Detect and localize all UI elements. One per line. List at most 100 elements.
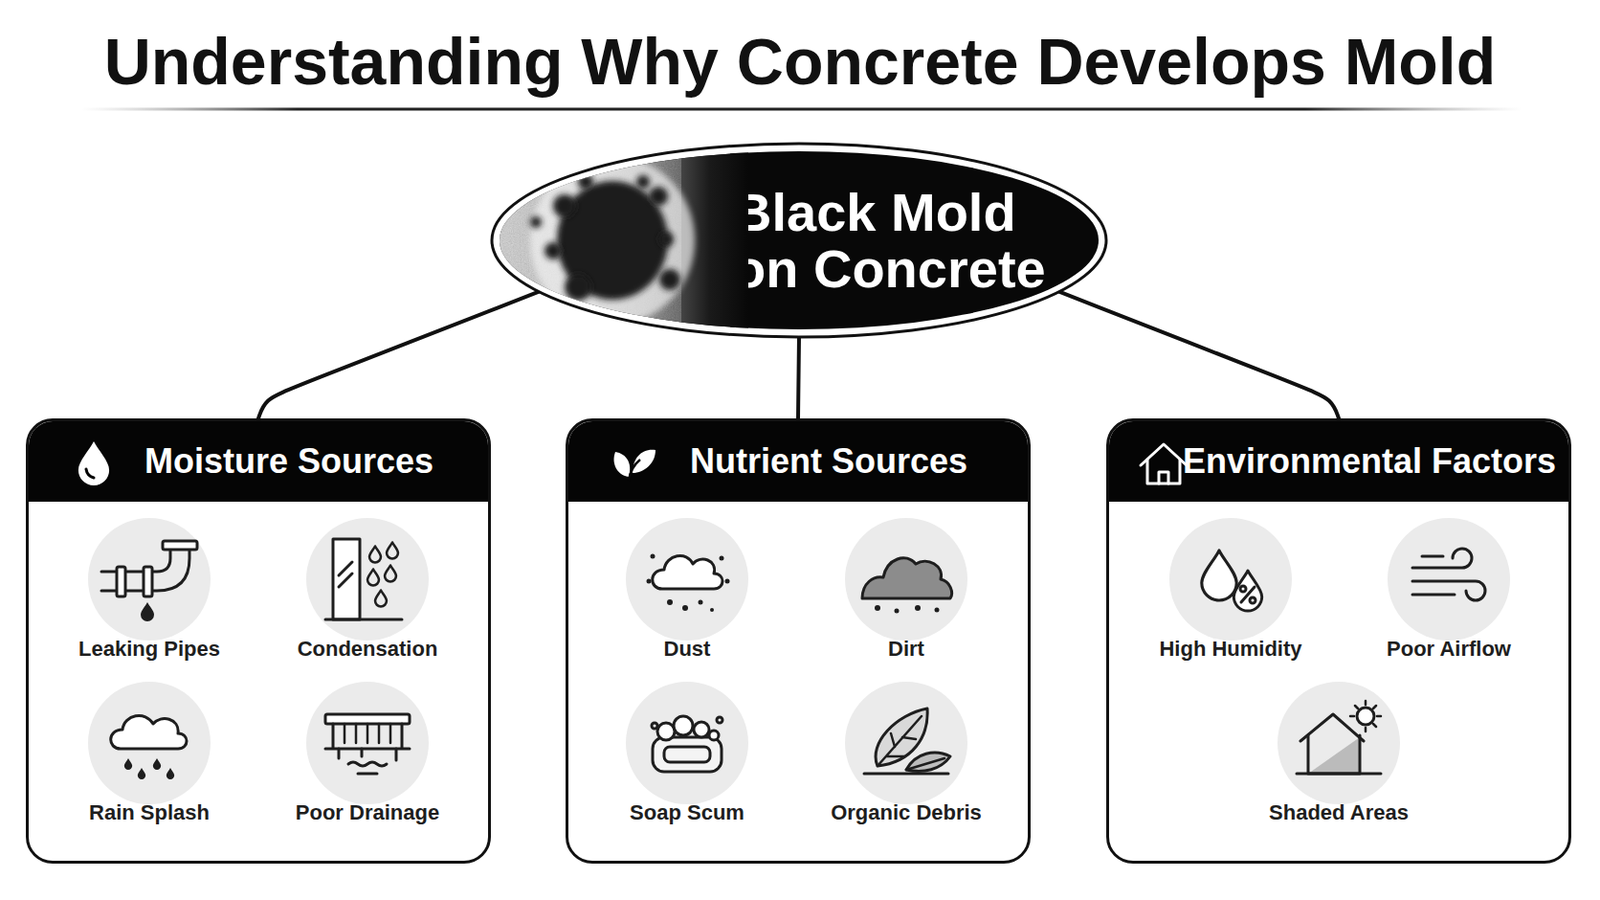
ground-line [864, 772, 949, 776]
rain-drop [124, 757, 133, 770]
ellipse-outline [491, 143, 1107, 337]
factor-item: Rain Splash [44, 681, 255, 827]
factor-label: Poor Drainage [262, 800, 473, 825]
wind-line [1422, 555, 1444, 558]
wind-line [1412, 580, 1486, 600]
window-sill [325, 618, 402, 622]
factor-label: Condensation [262, 636, 473, 662]
soap-bubble [693, 721, 710, 737]
percent-dot [1240, 585, 1246, 592]
item-text-box: Shaded Areas [1233, 800, 1445, 825]
item-text-box: Condensation [262, 636, 473, 662]
dirt-crumb [874, 604, 881, 611]
soap-bubble [651, 722, 658, 729]
item-text-box: Organic Debris [800, 800, 1012, 825]
icon-circle [625, 517, 749, 641]
drop-highlight [86, 468, 94, 478]
factor-item: Organic Debris [800, 681, 1012, 827]
item-text-box: Leaking Pipes [44, 636, 255, 662]
factor-item: Dirt [800, 517, 1012, 664]
dust-dot [666, 599, 673, 605]
leaf-stem [628, 459, 641, 481]
percent-slash [1241, 586, 1255, 602]
connector-line [258, 291, 539, 419]
house-door [1158, 471, 1169, 484]
pipe-flange [116, 566, 126, 597]
leaf-shape [906, 752, 951, 771]
humidity-drop [1201, 550, 1237, 600]
factor-item: Poor Drainage [262, 681, 473, 827]
water-drop [386, 542, 399, 559]
house-roof [1300, 713, 1364, 741]
water-drop [375, 590, 387, 607]
dust-dot [719, 555, 725, 561]
sun-rays [1350, 700, 1381, 732]
dust-particles [646, 554, 731, 613]
dust-dot [682, 604, 689, 611]
house-wall [1147, 459, 1180, 484]
mold-patch [556, 180, 668, 300]
leaf-vein [877, 715, 922, 766]
water-drop [140, 601, 155, 622]
panel-heading: Nutrient Sources [568, 421, 1028, 502]
item-text-box: Rain Splash [44, 800, 255, 825]
percent-dot [1249, 597, 1256, 603]
humidity-icon [1201, 550, 1263, 611]
factor-item: Shaded Areas [1233, 681, 1445, 827]
item-text-box: Poor Drainage [262, 800, 473, 825]
category-panel: Environmental FactorsHigh HumidityPoor A… [1106, 418, 1572, 864]
window-pane [333, 538, 360, 620]
ellipse-text-box: Black Mold on Concrete [733, 183, 1064, 297]
mold-speckle [489, 133, 682, 355]
drip-lines [338, 748, 397, 760]
house-icon [1140, 444, 1187, 484]
factor-item: Dust [581, 517, 793, 664]
item-text-box: Dirt [800, 636, 1012, 662]
leaf-shape [614, 451, 631, 477]
icon-circle [1387, 517, 1511, 641]
drop-shape [78, 441, 110, 486]
icon-circle [1277, 681, 1400, 804]
factor-label: Rain Splash [44, 800, 255, 825]
house-wall [1308, 734, 1360, 774]
connector-line [798, 336, 800, 419]
dirt-crumb [914, 604, 921, 611]
mold-spot [659, 268, 681, 290]
factor-item: Condensation [262, 517, 473, 664]
factor-item: Leaking Pipes [44, 517, 255, 664]
factor-label: Poor Airflow [1343, 636, 1555, 662]
dust-cloud [652, 555, 723, 589]
factor-label: Shaded Areas [1233, 800, 1445, 825]
water-drop [367, 569, 379, 586]
item-text-box: High Humidity [1125, 636, 1336, 662]
dirt-pile [862, 557, 953, 599]
pipe-flange [162, 540, 198, 550]
mold-spot [564, 273, 592, 301]
soap-bubble [709, 730, 719, 740]
pipe-icon [101, 540, 198, 622]
item-text-box: Soap Scum [581, 800, 793, 825]
cloud-shape [111, 714, 187, 749]
mold-spot [636, 175, 650, 189]
icon-circle [844, 681, 968, 804]
mold-spot [658, 231, 674, 247]
shade-icon [1296, 700, 1381, 774]
house-roof [1140, 444, 1187, 466]
shade-area [1308, 736, 1360, 774]
rain-drop [137, 767, 146, 779]
mold-spots [530, 174, 681, 301]
factor-item: Poor Airflow [1343, 517, 1555, 664]
mold-spot [544, 242, 562, 260]
soap-bubble [673, 715, 693, 735]
drainage-icon [325, 713, 410, 774]
ellipse-fill [499, 151, 1099, 330]
soap-face [664, 746, 711, 762]
icon-circle [1169, 517, 1292, 641]
factor-item: Soap Scum [581, 681, 793, 827]
factor-label: Soap Scum [581, 800, 793, 825]
soap-icon [651, 715, 723, 772]
icon-circle [88, 517, 211, 641]
title-underline [81, 108, 1522, 112]
